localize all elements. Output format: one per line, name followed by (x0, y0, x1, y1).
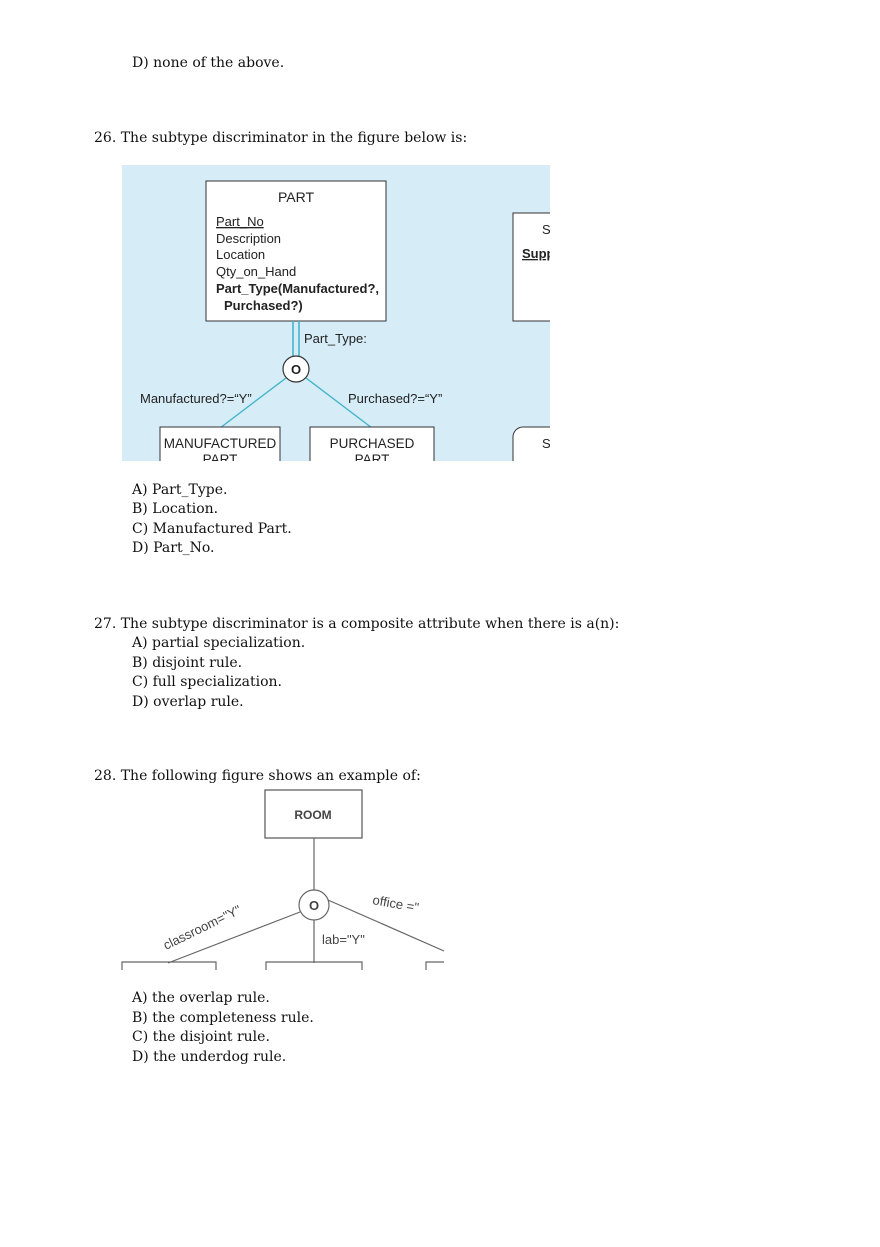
attr-part-no: Part_No (216, 214, 264, 229)
q28-option-c: C) the disjoint rule. (132, 1029, 270, 1045)
overlap-circle (282, 355, 310, 383)
q27-option-b: B) disjoint rule. (132, 655, 243, 671)
q26-option-d: D) Part_No. (132, 540, 215, 556)
part-entity-box (205, 180, 387, 322)
question-26-text: 26. The subtype discriminator in the fig… (94, 130, 468, 146)
q27-option-d: D) overlap rule. (132, 694, 244, 710)
q28-option-d: D) the underdog rule. (132, 1049, 287, 1065)
partial-supplier-box (512, 212, 550, 322)
q28-figure: ROOM O classroom="Y" lab="Y" office =" (118, 788, 444, 970)
question-27-text: 27. The subtype discriminator is a compo… (94, 616, 620, 632)
right-branch-line (305, 377, 373, 429)
attr-description: Description (216, 231, 281, 246)
prev-option-d: D) none of the above. (132, 55, 285, 71)
q26-option-c: C) Manufactured Part. (132, 521, 292, 537)
attr-part-type-line2: Purchased?) (224, 298, 303, 313)
left-branch-label: Manufactured?=“Y” (140, 391, 252, 406)
subtype-purchased-box (309, 426, 435, 461)
question-28-text: 28. The following figure shows an exampl… (94, 768, 421, 784)
q28-er-diagram: ROOM O classroom="Y" lab="Y" office =" (121, 789, 444, 970)
partial-supplier-letter: S (542, 222, 550, 237)
right-branch-line (327, 899, 444, 952)
q26-option-b: B) Location. (132, 501, 219, 517)
classroom-label: classroom="Y" (161, 902, 244, 953)
q27-option-a: A) partial specialization. (132, 635, 306, 651)
room-entity-box (264, 789, 363, 839)
office-label: office =" (371, 892, 420, 915)
q26-figure: PART Part_No Description Location Qty_on… (122, 165, 550, 461)
subtype-box-left-top (121, 961, 217, 970)
q27-option-c: C) full specialization. (132, 674, 283, 690)
q28-circle-symbol: O (309, 898, 319, 913)
subtype-purchased-line2: PART (355, 452, 390, 461)
subtype-manufactured-box (159, 426, 281, 461)
q28-option-b: B) the completeness rule. (132, 1010, 314, 1026)
subtype-box-right-top (425, 961, 444, 970)
part-entity-title: PART (278, 189, 314, 205)
discriminator-label: Part_Type: (304, 331, 367, 346)
attr-part-type-line1: Part_Type(Manufactured?, (216, 281, 379, 296)
subtype-purchased-line1: PURCHASED (330, 436, 415, 451)
left-branch-line (167, 911, 301, 964)
partial-bottom-letter: S (542, 436, 550, 451)
partial-bottom-box (512, 426, 550, 461)
room-entity-title: ROOM (294, 808, 331, 822)
q26-option-a: A) Part_Type. (132, 482, 228, 498)
circle-symbol: O (291, 362, 301, 377)
q28-option-a: A) the overlap rule. (132, 990, 270, 1006)
right-branch-label: Purchased?=“Y” (348, 391, 442, 406)
attr-location: Location (216, 247, 265, 262)
lab-label: lab="Y" (322, 932, 365, 947)
q26-er-diagram: PART Part_No Description Location Qty_on… (122, 165, 550, 461)
attr-qty-on-hand: Qty_on_Hand (216, 264, 296, 279)
left-branch-line (219, 377, 287, 429)
subtype-manufactured-line2: PART (203, 452, 238, 461)
partial-supplier-attr: Supp (522, 246, 550, 261)
subtype-manufactured-line1: MANUFACTURED (164, 436, 277, 451)
subtype-box-middle-top (265, 961, 363, 970)
